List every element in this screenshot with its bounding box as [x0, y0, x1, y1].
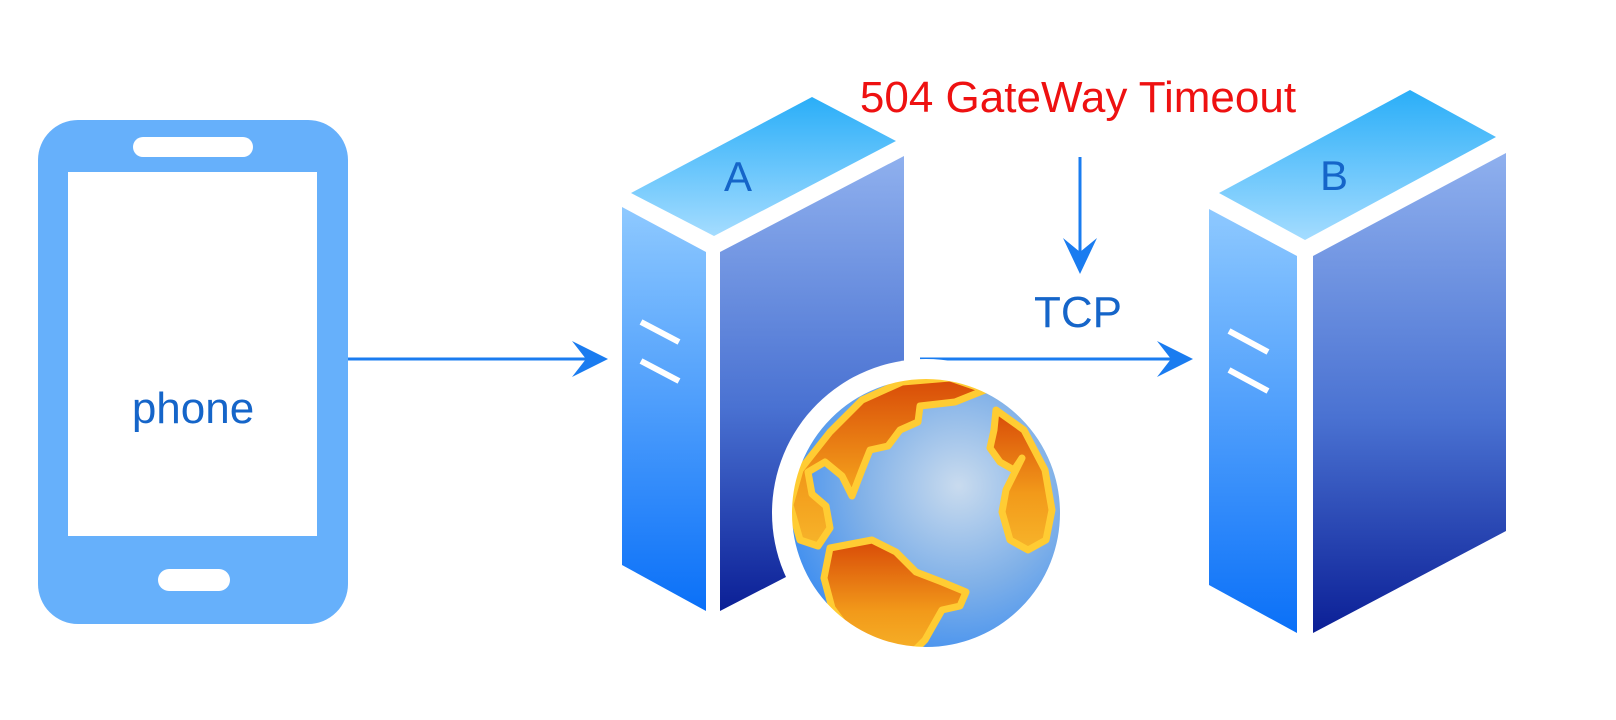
phone-icon: [38, 120, 348, 624]
arrow-a-to-b: [920, 341, 1193, 377]
phone-home-button: [158, 569, 230, 591]
server-b-icon: [1209, 90, 1506, 633]
error-label: 504 GateWay Timeout: [860, 73, 1296, 122]
server-b-label: B: [1320, 152, 1348, 199]
arrow-error-to-tcp: [1063, 157, 1097, 274]
server-b-top: [1219, 90, 1496, 240]
arrow-phone-to-a: [348, 341, 608, 377]
server-b-side: [1313, 153, 1506, 633]
server-a-label: A: [724, 153, 752, 200]
server-a-slots: [639, 319, 681, 384]
protocol-label: TCP: [1034, 288, 1122, 337]
globe-icon: [772, 359, 1080, 667]
server-a-front: [622, 207, 706, 611]
server-b-front: [1209, 209, 1297, 633]
server-a-top: [631, 97, 896, 236]
server-b-slots: [1227, 328, 1270, 394]
phone-label: phone: [132, 384, 254, 433]
phone-speaker: [133, 137, 253, 157]
globe-rim: [790, 377, 1062, 649]
phone-screen: [68, 172, 317, 536]
